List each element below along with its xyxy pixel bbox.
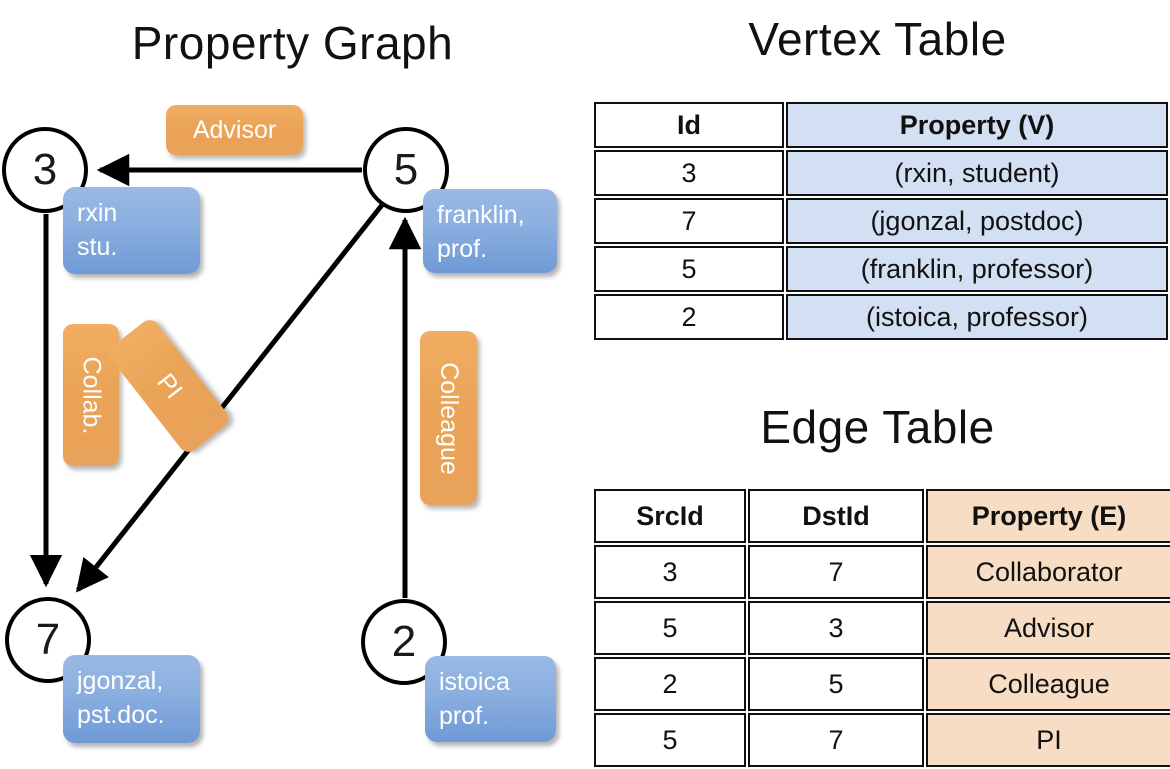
cell-id: 3 <box>594 150 784 196</box>
edge-table: SrcId DstId Property (E) 3 7 Collaborato… <box>592 487 1170 769</box>
table-row: 3 7 Collaborator <box>594 545 1170 599</box>
cell-property: Collaborator <box>926 545 1170 599</box>
cell-dstid: 7 <box>748 545 924 599</box>
cell-id: 5 <box>594 246 784 292</box>
vertex-property-box-3: rxin stu. <box>63 187 200 274</box>
cell-dstid: 7 <box>748 713 924 767</box>
edge-label-collab: Collab. <box>63 324 119 466</box>
table-row: 3 (rxin, student) <box>594 150 1168 196</box>
cell-property: (rxin, student) <box>786 150 1168 196</box>
cell-property: PI <box>926 713 1170 767</box>
page-title-property-graph: Property Graph <box>131 17 454 69</box>
table-row: 2 (istoica, professor) <box>594 294 1168 340</box>
property-graph-diagram: 3 5 7 2 rxin stu. franklin, prof. jgonza… <box>0 0 585 760</box>
table-row: 5 3 Advisor <box>594 601 1170 655</box>
graph-edges-svg <box>29 153 422 598</box>
cell-property: (jgonzal, postdoc) <box>786 198 1168 244</box>
vertex-property-line: pst.doc. <box>77 700 165 729</box>
edge-label-text: Colleague <box>435 361 463 475</box>
vertex-property-line: prof. <box>437 234 488 263</box>
column-header-property-v: Property (V) <box>786 102 1168 148</box>
edge-label-text: Collab. <box>77 356 106 434</box>
table-row: 5 (franklin, professor) <box>594 246 1168 292</box>
cell-id: 2 <box>594 294 784 340</box>
column-header-dstid: DstId <box>748 489 924 543</box>
graph-node-2[interactable]: 2 <box>361 599 447 685</box>
table-row: 5 7 PI <box>594 713 1170 767</box>
graph-node-5[interactable]: 5 <box>363 127 449 213</box>
cell-property: Advisor <box>926 601 1170 655</box>
vertex-property-line: rxin <box>77 199 118 227</box>
cell-property: (franklin, professor) <box>786 246 1168 292</box>
cell-dstid: 5 <box>748 657 924 711</box>
column-header-property-e: Property (E) <box>926 489 1170 543</box>
page-title-edge-table: Edge Table <box>760 401 995 453</box>
cell-srcid: 5 <box>594 713 746 767</box>
column-header-srcid: SrcId <box>594 489 746 543</box>
table-header-row: Id Property (V) <box>594 102 1168 148</box>
vertex-property-line: prof. <box>439 701 490 730</box>
cell-srcid: 5 <box>594 601 746 655</box>
edge-label-text: PI <box>151 367 188 404</box>
edge-label-colleague: Colleague <box>420 331 477 505</box>
cell-property: Colleague <box>926 657 1170 711</box>
vertex-property-line: franklin, <box>437 201 525 229</box>
vertex-property-line: jgonzal, <box>77 667 164 695</box>
vertex-table: Id Property (V) 3 (rxin, student) 7 (jgo… <box>592 100 1170 342</box>
cell-srcid: 2 <box>594 657 746 711</box>
table-row: 7 (jgonzal, postdoc) <box>594 198 1168 244</box>
vertex-property-line: istoica <box>439 668 510 696</box>
vertex-property-box-5: franklin, prof. <box>423 189 557 273</box>
cell-id: 7 <box>594 198 784 244</box>
vertex-property-box-7: jgonzal, pst.doc. <box>63 655 200 743</box>
vertex-property-box-2: istoica prof. <box>425 656 556 742</box>
edge-5-to-7 <box>75 203 384 593</box>
cell-dstid: 3 <box>748 601 924 655</box>
table-header-row: SrcId DstId Property (E) <box>594 489 1170 543</box>
cell-property: (istoica, professor) <box>786 294 1168 340</box>
table-row: 2 5 Colleague <box>594 657 1170 711</box>
cell-srcid: 3 <box>594 545 746 599</box>
edge-label-text: Advisor <box>192 115 277 144</box>
vertex-property-line: stu. <box>77 232 118 261</box>
page-title-vertex-table: Vertex Table <box>748 13 1007 65</box>
edge-label-advisor: Advisor <box>166 105 303 155</box>
column-header-id: Id <box>594 102 784 148</box>
